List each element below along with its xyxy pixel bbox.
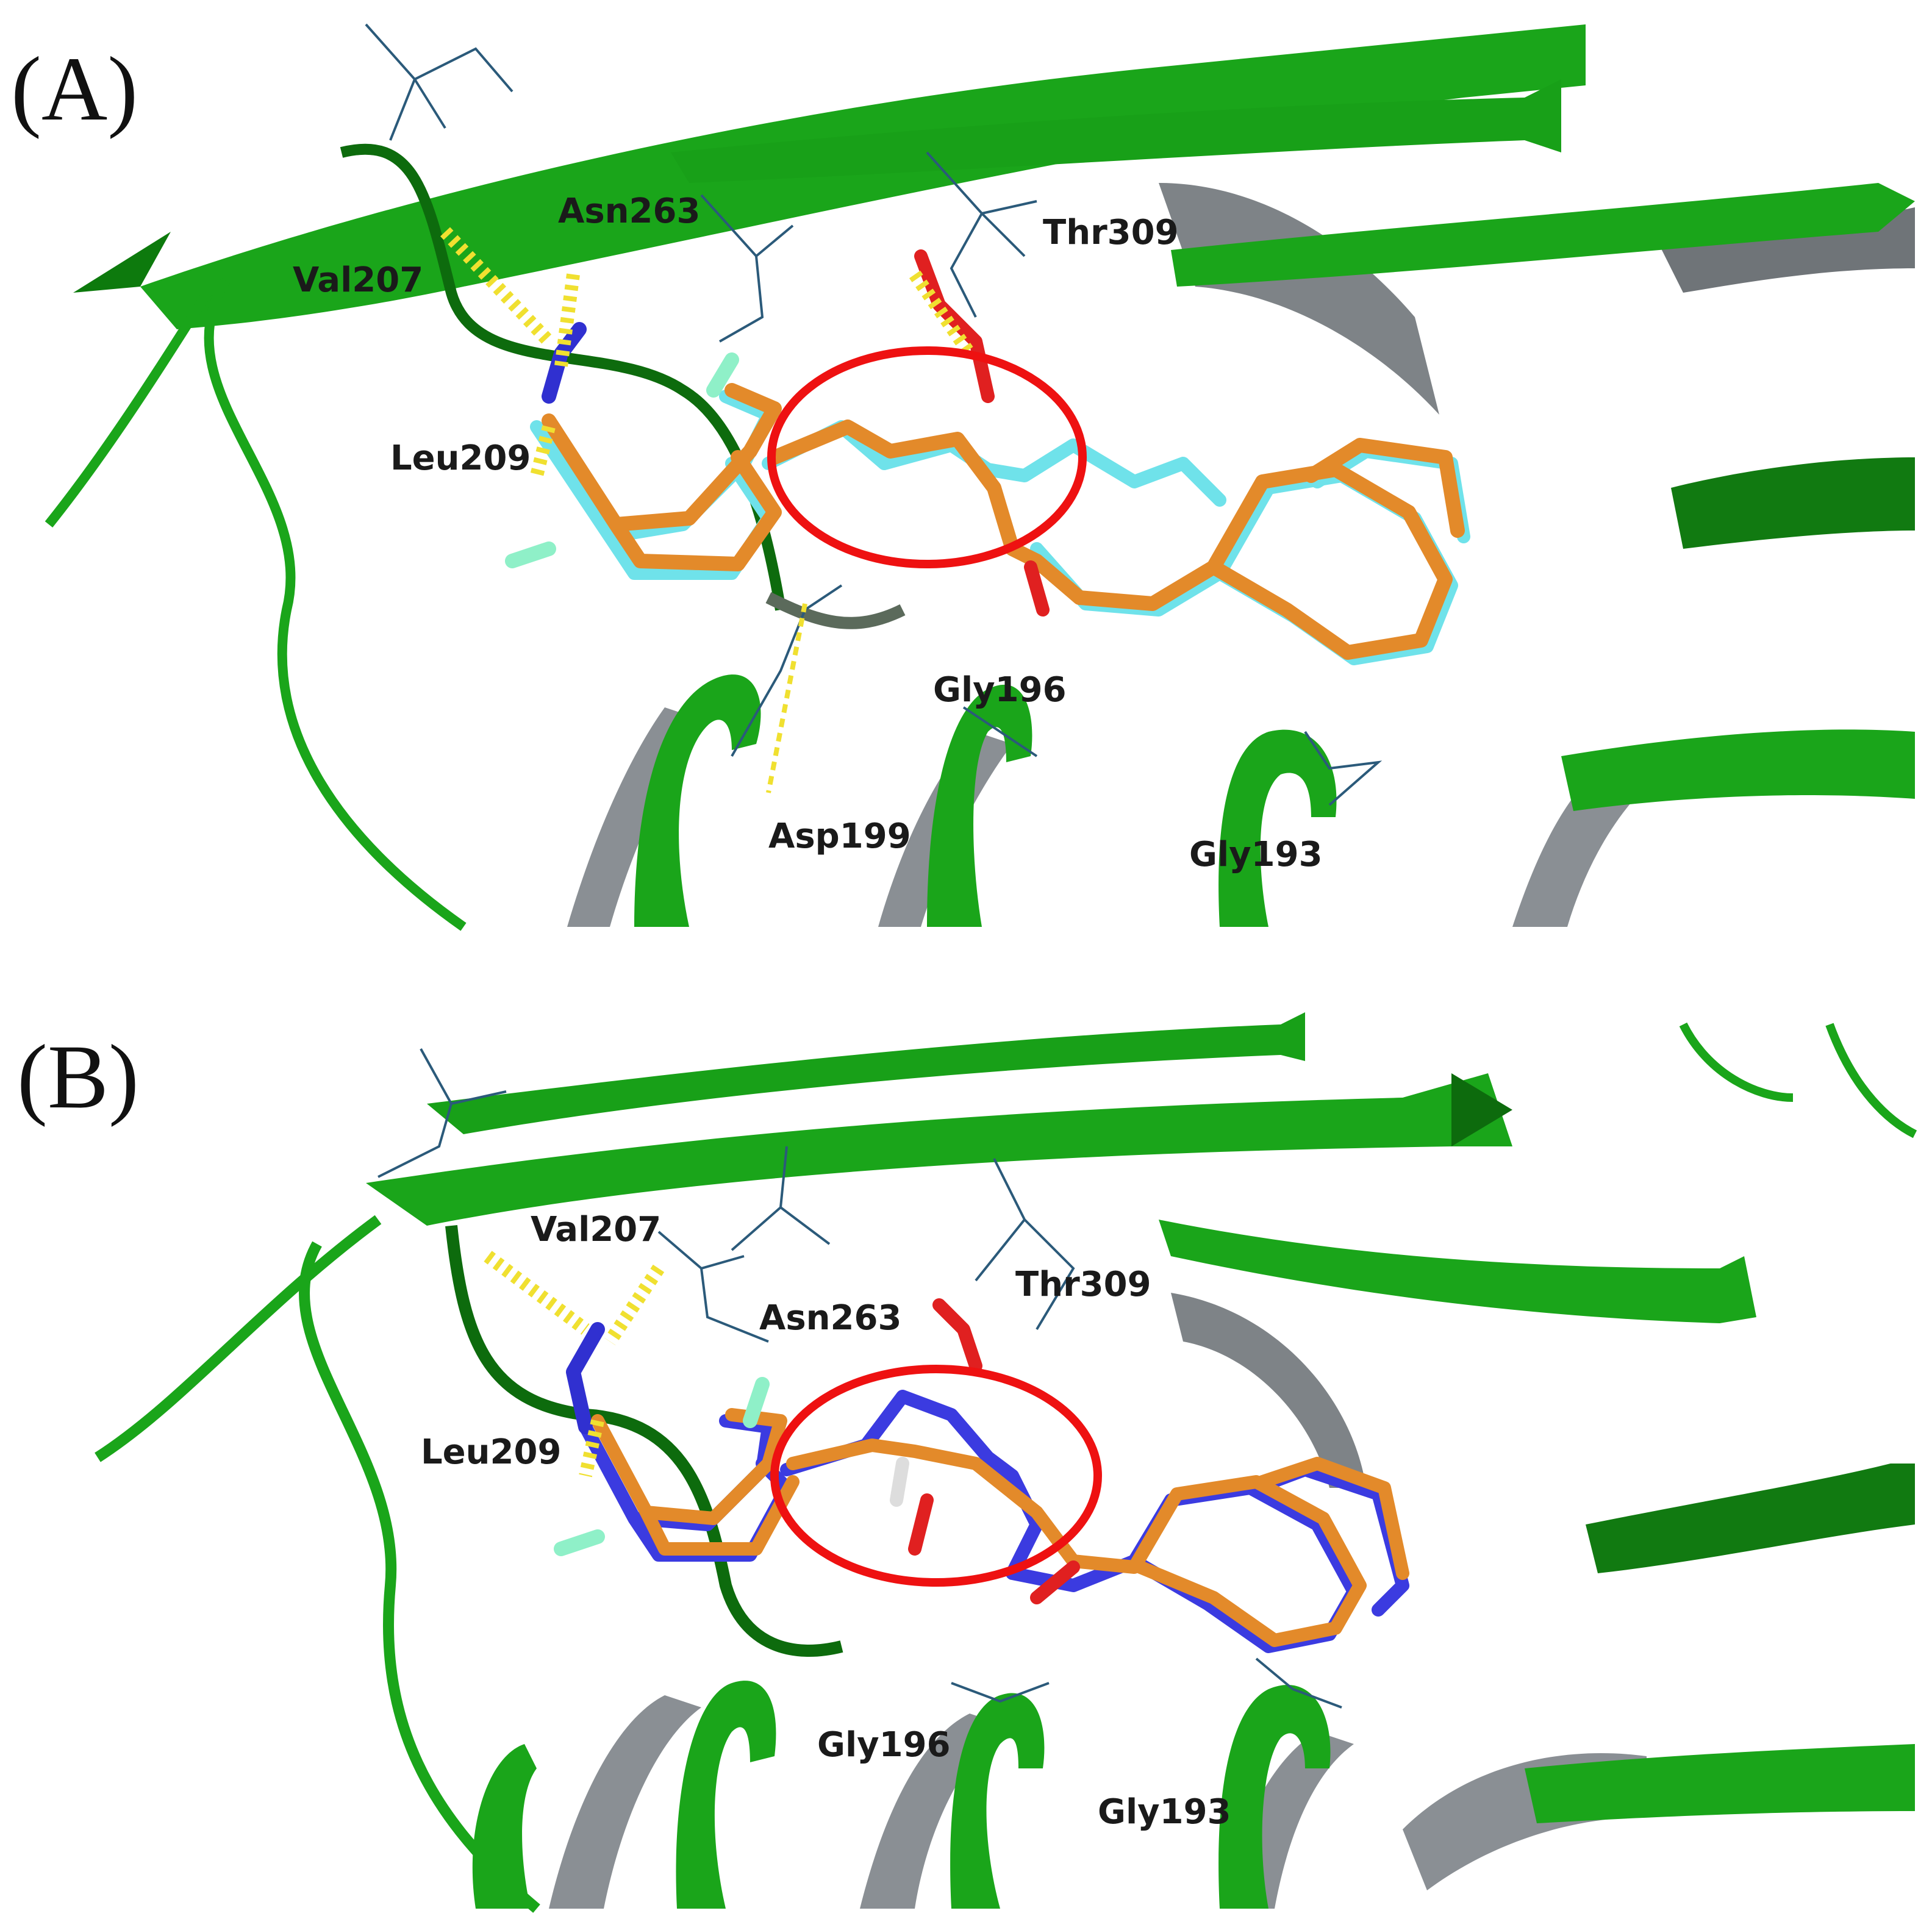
- sheet-arrow-tip: [73, 232, 171, 293]
- beta-sheet-ribbon: [140, 24, 1586, 329]
- residue-label-val207: Val207: [293, 260, 423, 300]
- residue-label-leu209: Leu209: [390, 438, 531, 478]
- coil: [1679, 1022, 1794, 1102]
- residue-sticks: [377, 1048, 1342, 1709]
- coil: [299, 1241, 540, 1913]
- beta-sheet-ribbon: [1525, 1744, 1915, 1823]
- residue-sticks: [365, 23, 1383, 806]
- residue-label-gly196: Gly196: [933, 670, 1067, 710]
- alpha-helix: [1218, 1684, 1331, 1909]
- residue-label-asn263: Asn263: [558, 191, 700, 231]
- residue-label-asn263: Asn263: [759, 1298, 901, 1338]
- sheet-back-face: [1171, 1293, 1366, 1488]
- coil: [765, 592, 906, 629]
- residue-label-asp199: Asp199: [768, 817, 911, 856]
- beta-sheet-ribbon: [671, 79, 1561, 183]
- beta-sheet-ribbon: [1586, 1464, 1915, 1573]
- alpha-helix: [1218, 729, 1337, 927]
- alpha-helix: [676, 1681, 776, 1909]
- residue-label-thr309: Thr309: [1015, 1265, 1151, 1304]
- residue-label-gly193: Gly193: [1098, 1792, 1231, 1832]
- alpha-helix: [927, 684, 1032, 927]
- beta-sheet-ribbon: [1171, 183, 1915, 287]
- beta-sheet-ribbon: [1671, 457, 1915, 549]
- beta-sheet-ribbon: [1561, 729, 1915, 811]
- coil: [95, 1215, 382, 1462]
- ligand-a: [505, 249, 1470, 665]
- helix-back-face: [549, 1695, 701, 1909]
- alpha-helix: [634, 674, 761, 927]
- beta-sheet-ribbon: [1159, 1220, 1756, 1323]
- coil: [445, 1224, 843, 1657]
- residue-label-val207: Val207: [531, 1210, 661, 1249]
- coil: [45, 290, 212, 527]
- coil: [204, 277, 467, 931]
- highlight-circle: [767, 346, 1087, 568]
- sheet-back-face: [1159, 183, 1439, 415]
- panel-a-label: (A): [11, 38, 138, 140]
- alpha-helix: [472, 1744, 537, 1909]
- residue-label-leu209: Leu209: [421, 1432, 561, 1472]
- ligand-b: [554, 1298, 1409, 1653]
- beta-sheet-ribbon: [427, 1012, 1305, 1134]
- highlight-circle: [770, 1365, 1102, 1587]
- alpha-helix: [950, 1693, 1045, 1909]
- panel-a-structure: Asn263 Val207 Thr309 Leu209 Gly196 Asp19…: [45, 23, 1915, 931]
- sheet-arrow-tip: [1451, 1073, 1512, 1146]
- panel-b-structure: Val207 Asn263 Thr309 Leu209 Gly196 Gly19…: [95, 1012, 1917, 1913]
- sheet-back-face: [1512, 768, 1659, 927]
- panel-b-label: (B): [17, 1026, 139, 1128]
- beta-sheet-ribbon: [366, 1073, 1512, 1226]
- hbond-dashes: [440, 227, 976, 477]
- coil: [1825, 1023, 1917, 1138]
- hbond-dashes: [766, 603, 807, 793]
- residue-label-gly196: Gly196: [817, 1725, 951, 1765]
- hbond-dashes: [484, 1251, 665, 1478]
- residue-label-thr309: Thr309: [1043, 213, 1179, 252]
- residue-label-gly193: Gly193: [1189, 835, 1323, 874]
